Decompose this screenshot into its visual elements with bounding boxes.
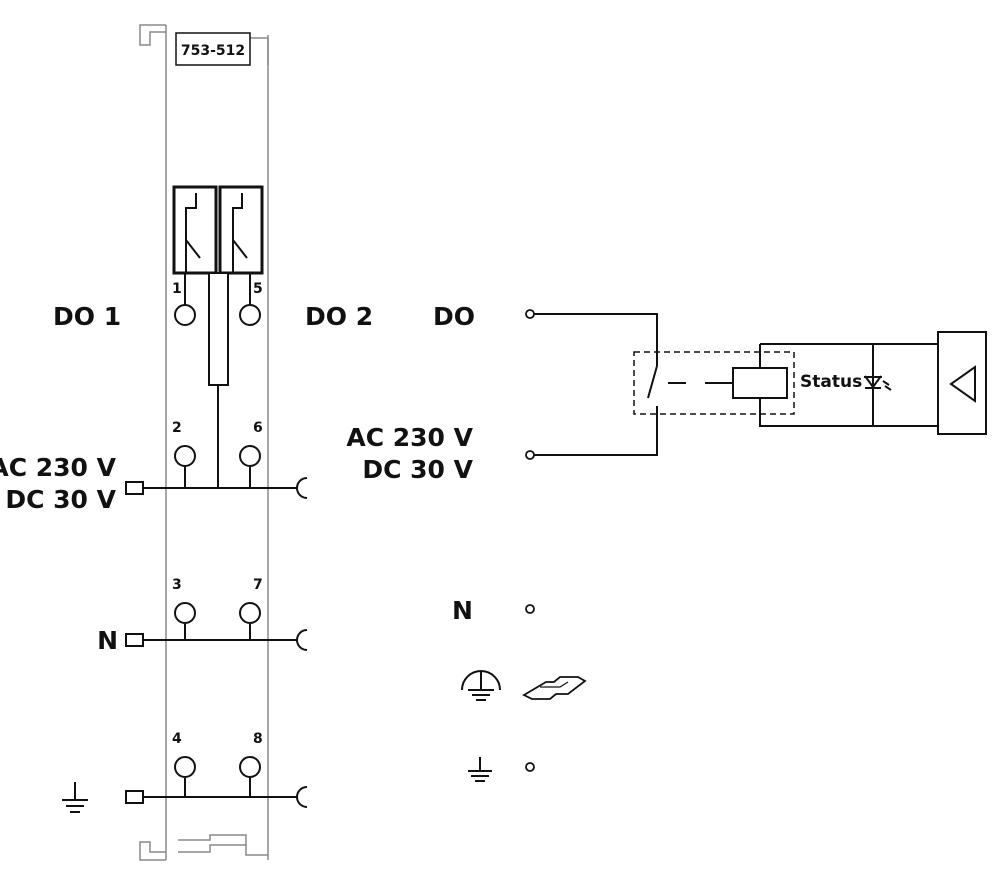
pin-label: 8 [253, 731, 263, 747]
pin-label: 2 [172, 420, 182, 436]
protective-earth-icon [461, 670, 501, 701]
terminal-8 [239, 756, 261, 778]
pin-label: 4 [172, 731, 182, 747]
terminal-2 [174, 445, 196, 467]
terminal-1 [174, 304, 196, 326]
pin-label: 6 [253, 420, 263, 436]
part-number: 753-512 [181, 43, 245, 59]
pin-label: 7 [253, 577, 263, 593]
schematic-supply-line2: DC 30 V [362, 455, 473, 484]
module-wiring [125, 273, 308, 808]
pin-numbers: 1 5 2 6 3 7 4 8 [172, 281, 263, 747]
terminals [174, 304, 261, 778]
schematic-supply-line1: AC 230 V [346, 423, 473, 452]
schematic-neutral-label: N [452, 596, 473, 625]
part-number-box: 753-512 [175, 32, 251, 66]
status-label: Status [800, 372, 862, 392]
schematic-ground-icon [468, 757, 492, 782]
terminal-6 [239, 445, 261, 467]
schematic-wiring [525, 309, 938, 772]
ground-icon [62, 782, 88, 813]
do1-label: DO 1 [53, 302, 121, 331]
supply-label-line1: AC 230 V [0, 453, 117, 482]
terminal-4 [174, 756, 196, 778]
pin-label: 1 [172, 281, 182, 297]
neutral-label: N [97, 626, 118, 655]
relay-contact-icon [172, 185, 264, 386]
relay-coil-icon [633, 351, 795, 415]
do-label: DO [433, 302, 475, 331]
pin-label: 3 [172, 577, 182, 593]
terminal-3 [174, 602, 196, 624]
din-rail-icon [522, 676, 587, 700]
terminal-5 [239, 304, 261, 326]
pin-label: 5 [253, 281, 263, 297]
terminal-7 [239, 602, 261, 624]
module-housing [139, 24, 269, 861]
supply-label-line2: DC 30 V [5, 485, 116, 514]
bus-triangle-icon [937, 331, 987, 435]
do2-label: DO 2 [305, 302, 373, 331]
led-icon [864, 375, 892, 391]
